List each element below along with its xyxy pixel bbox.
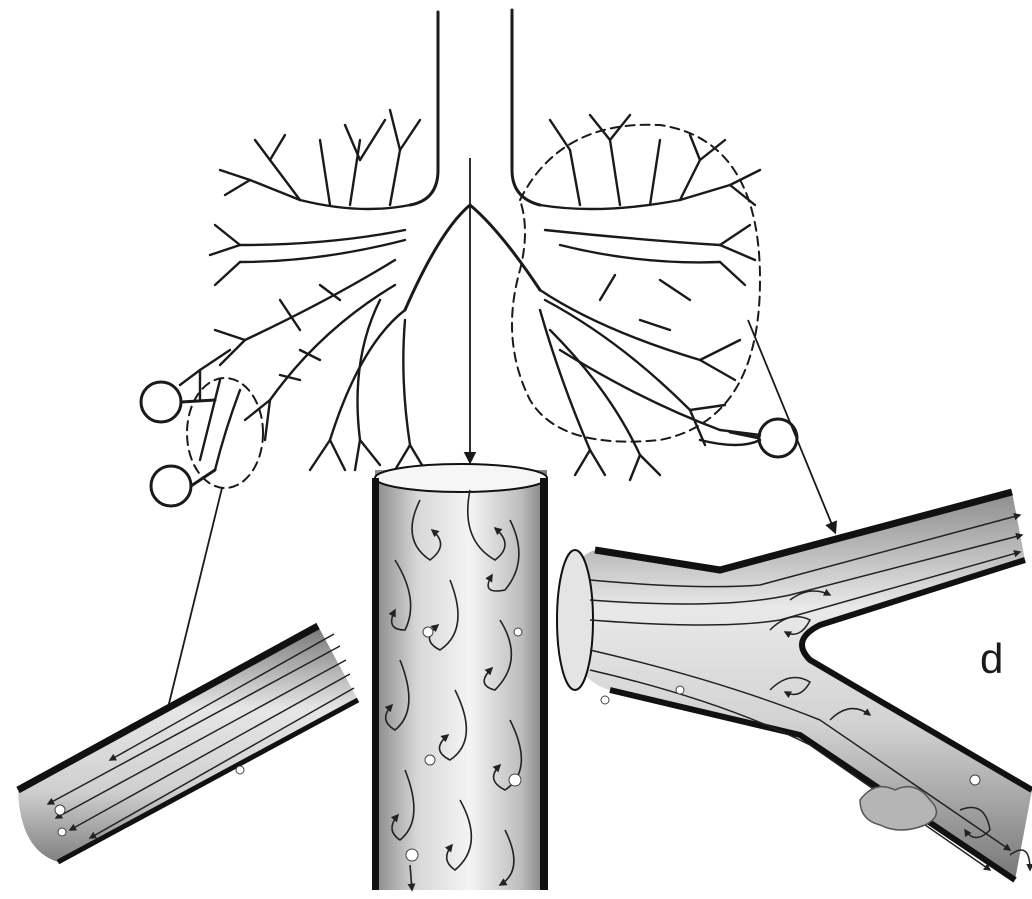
alveolus-left-upper bbox=[141, 382, 181, 422]
alveolus-left-lower bbox=[151, 466, 191, 506]
bifurcation-flow-tube bbox=[557, 492, 1032, 880]
bronchial-tree bbox=[141, 10, 797, 506]
laminar-flow-tube bbox=[18, 626, 358, 862]
arrow-to-bifurcation bbox=[748, 320, 835, 532]
turbulent-flow-tube bbox=[372, 464, 548, 890]
carina bbox=[405, 205, 540, 310]
trachea bbox=[410, 10, 540, 205]
left-lung-branches bbox=[180, 110, 425, 470]
edge-text-fragment: d bbox=[980, 638, 1003, 680]
right-lung-branches bbox=[540, 115, 760, 480]
